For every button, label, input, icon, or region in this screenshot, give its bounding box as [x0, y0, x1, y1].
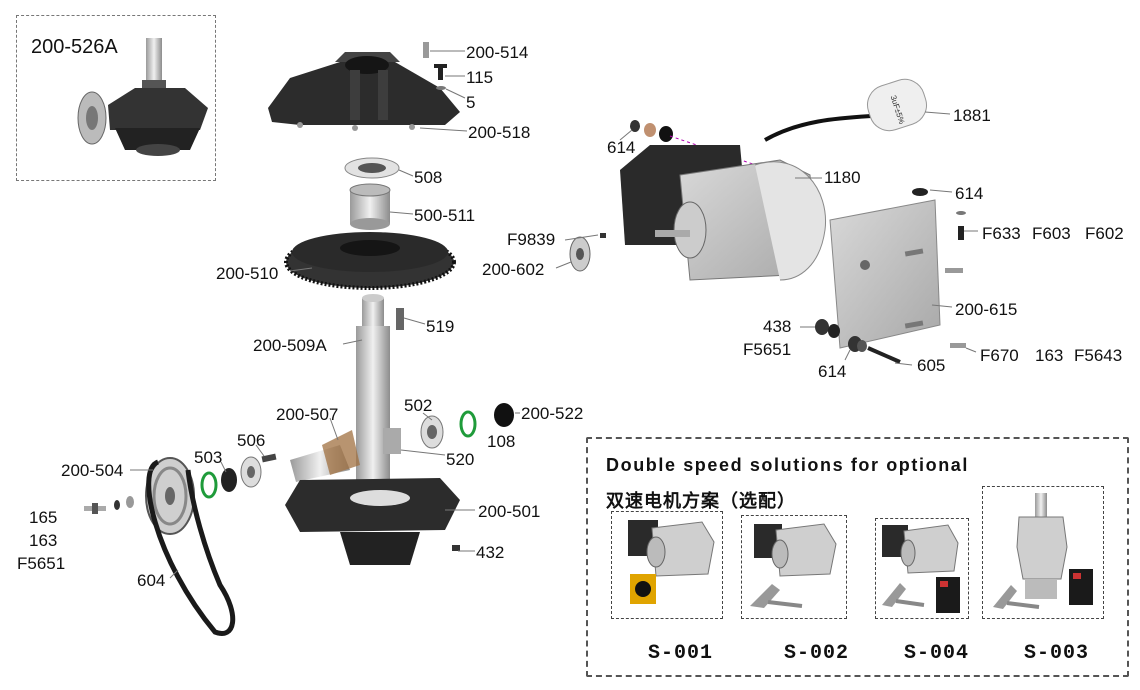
worm-200-507: [261, 430, 360, 482]
label-614-bottom: 614: [818, 362, 847, 381]
base-housing-200-501: [285, 478, 460, 565]
bushing-500-511: [349, 183, 391, 230]
washers-614-top: [630, 120, 673, 142]
label-1881: 1881: [953, 106, 991, 125]
label-200-518: 200-518: [468, 123, 531, 142]
label-F602: F602: [1085, 224, 1124, 243]
o-ring-108: [459, 410, 477, 438]
seal-503: [221, 468, 237, 492]
bearing-508: [344, 157, 400, 179]
inset-assembly-box: 200-526A: [16, 15, 216, 181]
label-500-511: 500-511: [414, 206, 476, 225]
inset-title: 200-526A: [31, 36, 118, 58]
label-520: 520: [446, 450, 475, 469]
solution-s003-illustration: [993, 493, 1093, 609]
solution-code-s002: S-002: [784, 642, 850, 665]
label-614-top: 614: [607, 138, 636, 157]
label-506: 506: [237, 431, 266, 450]
label-604: 604: [137, 571, 166, 590]
bearing-506: [240, 456, 262, 488]
label-163-right: 163: [1035, 346, 1064, 365]
solution-code-s001: S-001: [648, 642, 714, 665]
screw-F9839: [600, 233, 606, 238]
label-F5651-right: F5651: [743, 340, 792, 359]
label-115: 115: [466, 68, 494, 87]
label-165: 165: [29, 508, 58, 527]
label-200-602: 200-602: [482, 260, 545, 279]
label-108: 108: [487, 432, 516, 451]
bolt-605: [867, 346, 901, 364]
label-200-510: 200-510: [216, 264, 279, 283]
label-502: 502: [404, 396, 433, 415]
label-200-504: 200-504: [61, 461, 124, 480]
solution-s001-illustration: [628, 520, 715, 604]
solution-card-s001: [611, 511, 723, 619]
label-614-right: 614: [955, 184, 984, 203]
capacitor-1881: 3uF±5%: [764, 78, 927, 142]
key-519: [396, 308, 404, 330]
label-200-501: 200-501: [478, 502, 541, 521]
label-F5643: F5643: [1074, 346, 1123, 365]
label-432: 432: [476, 543, 505, 562]
pulley-200-602: [569, 233, 606, 272]
label-200-514: 200-514: [466, 43, 529, 62]
label-200-522: 200-522: [521, 404, 584, 423]
label-F603: F603: [1032, 224, 1071, 243]
solution-card-s003: [982, 486, 1104, 619]
nut-614-right: [912, 188, 928, 196]
bolt-F670: [950, 343, 966, 348]
nuts-438-614: [815, 319, 867, 352]
gear-200-510: [284, 232, 456, 290]
solution-code-s004: S-004: [904, 642, 970, 665]
belt-604: [146, 459, 236, 636]
label-438: 438: [763, 317, 792, 336]
options-subtitle: 双速电机方案（选配）: [606, 491, 796, 511]
label-F670: F670: [980, 346, 1019, 365]
label-200-615: 200-615: [955, 300, 1018, 319]
label-1180: 1180: [824, 168, 861, 187]
bolt-F633: [958, 226, 964, 240]
label-200-507: 200-507: [276, 405, 339, 424]
leader-lines: [130, 50, 978, 579]
o-ring-503: [200, 471, 218, 499]
bolt-165: [84, 496, 134, 514]
mount-plate-200-615: [829, 188, 966, 364]
label-519: 519: [426, 317, 455, 336]
solution-s002-illustration: [750, 523, 837, 608]
label-5: 5: [466, 93, 476, 112]
solution-card-s002: [741, 515, 847, 619]
options-title: Double speed solutions for optional: [606, 455, 970, 475]
double-speed-options-panel: Double speed solutions for optional 双速电机…: [586, 437, 1129, 677]
label-F5651: F5651: [17, 554, 66, 573]
bearing-502: [420, 415, 444, 449]
solution-code-s003: S-003: [1024, 642, 1090, 665]
shaft-200-509A: [356, 294, 401, 486]
label-200-509A: 200-509A: [253, 336, 327, 355]
label-508: 508: [414, 168, 443, 187]
label-163: 163: [29, 531, 58, 550]
assembly-200-526A-illustration: [77, 38, 208, 156]
pulley-200-504: [145, 457, 195, 535]
motor-1180: [620, 145, 827, 281]
label-605: 605: [917, 356, 946, 375]
nut-432: [452, 545, 460, 551]
label-F633: F633: [982, 224, 1021, 243]
cap-200-522: [494, 403, 514, 427]
solution-card-s004: [875, 518, 969, 619]
label-503: 503: [194, 448, 223, 467]
label-F9839: F9839: [507, 230, 556, 249]
solution-s004-illustration: [882, 524, 960, 613]
top-cover-200-518: [268, 42, 460, 131]
